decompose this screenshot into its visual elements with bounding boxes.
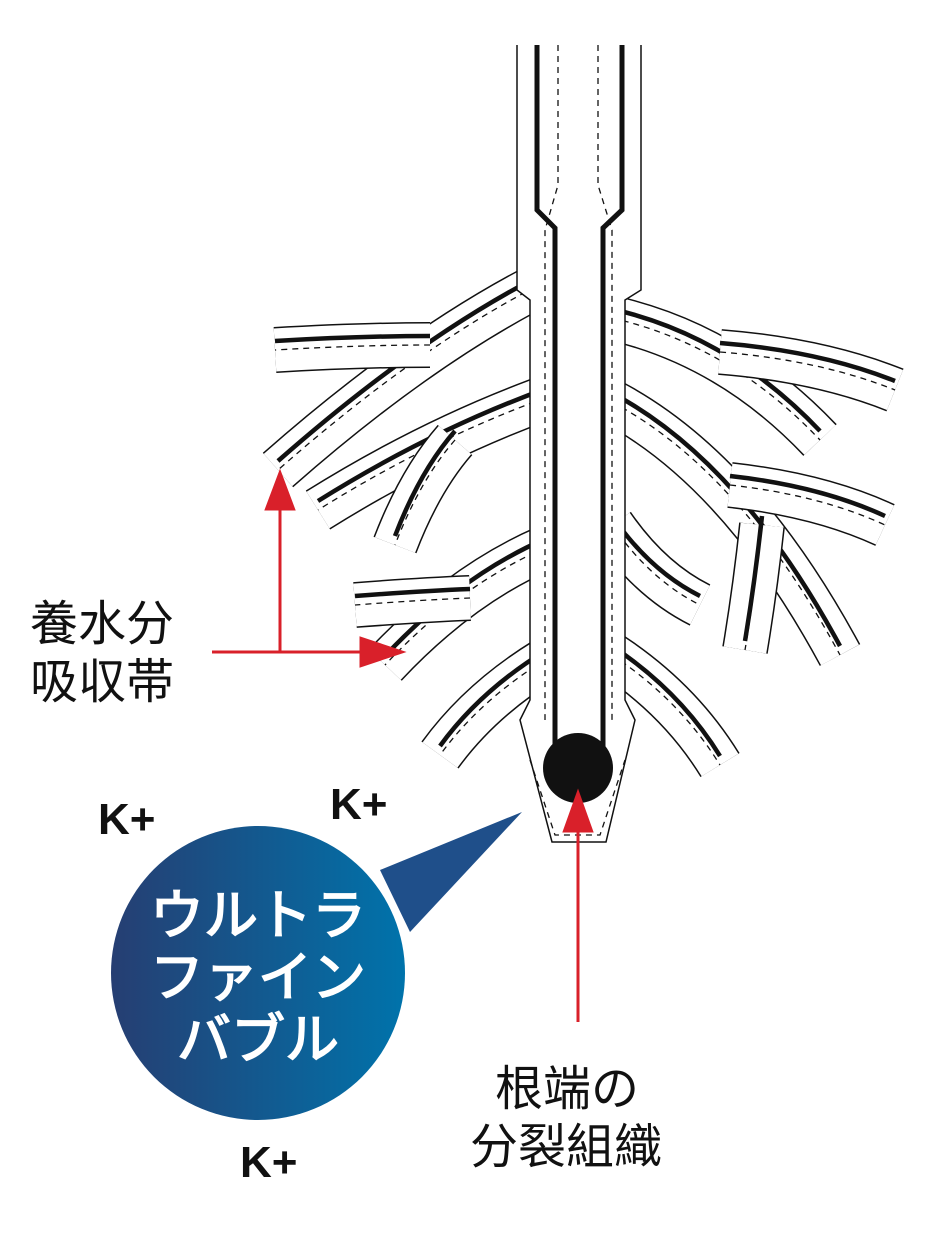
lateral-root — [274, 344, 431, 351]
label-line: 吸収帯 — [30, 654, 175, 710]
lateral-root-vessel — [719, 340, 896, 384]
potassium-ion-label: K+ — [330, 780, 388, 829]
bubble-line: ファイン — [150, 946, 366, 1009]
label-line: 分裂組織 — [470, 1119, 663, 1175]
bubble-label: ウルトラ ファイン バブル — [120, 885, 396, 1071]
label-line: 養水分 — [30, 596, 175, 652]
ultrafine-bubble — [111, 812, 522, 1120]
lateral-root — [354, 597, 471, 606]
meristem-dot — [543, 733, 613, 803]
meristem-label: 根端の 分裂組織 — [470, 1060, 662, 1176]
lateral-root — [611, 654, 721, 766]
lateral-root — [384, 547, 546, 666]
label-line: 根端の — [495, 1061, 640, 1117]
lateral-root-vessel — [392, 429, 457, 537]
bubble-line: バブル — [177, 1008, 339, 1071]
lateral-root — [729, 484, 886, 526]
lateral-root-vessel — [354, 586, 471, 599]
lateral-root — [611, 317, 821, 441]
lateral-root — [394, 439, 456, 546]
potassium-ion-label: K+ — [240, 1138, 298, 1187]
absorption-zone-label: 養水分 吸収帯 — [30, 595, 174, 711]
lateral-root-vessel — [610, 644, 722, 758]
potassium-ion-label: K+ — [98, 795, 156, 844]
bubble-line: ウルトラ — [150, 884, 366, 947]
lateral-root-vessel — [729, 473, 886, 519]
main-root — [516, 45, 642, 843]
lateral-root-vessel — [274, 333, 431, 344]
lateral-root — [719, 351, 896, 391]
lateral-root-vessel — [742, 515, 765, 642]
arrows — [212, 468, 594, 1022]
lateral-root — [277, 281, 546, 471]
